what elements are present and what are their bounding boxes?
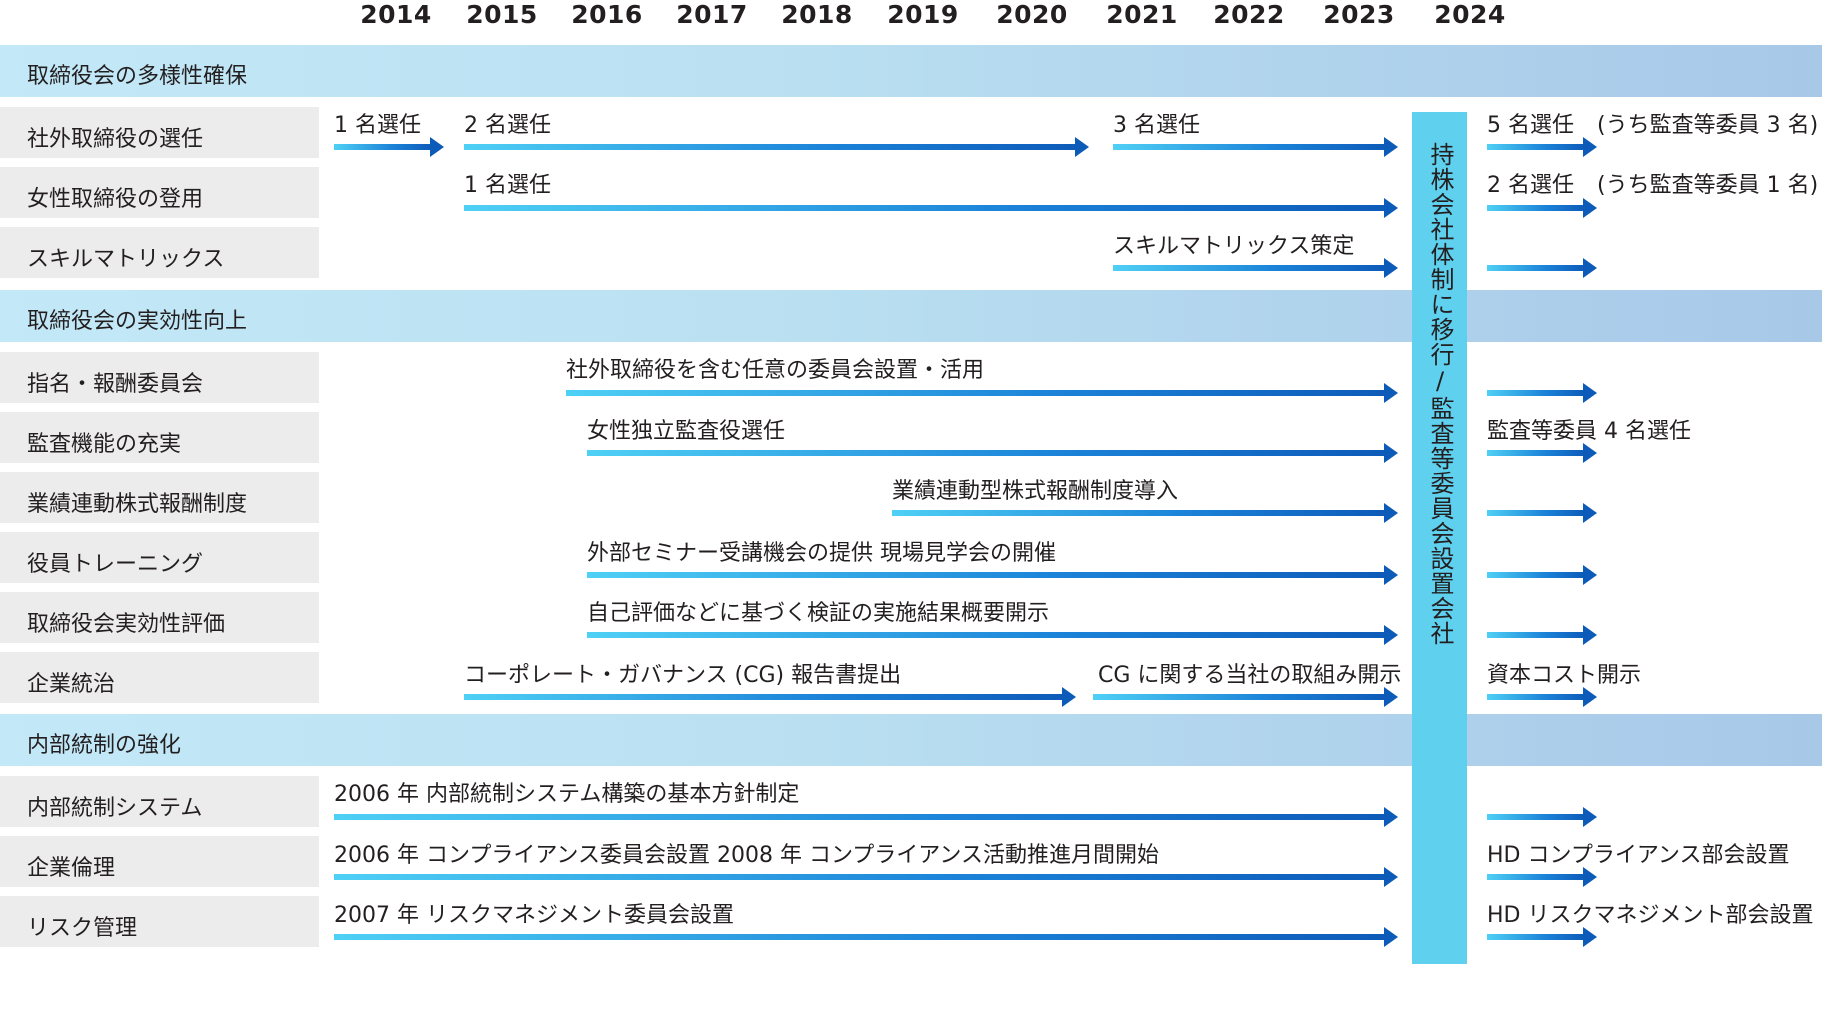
timeline-arrow [1487,137,1597,157]
note: スキルマトリックス策定 [1113,234,1355,259]
year-2024: 2024 [1434,0,1506,29]
timeline-arrow [1487,565,1597,585]
row-label-text: 内部統制システム [27,796,203,821]
year-2015: 2015 [466,0,538,29]
row-label-text: 企業倫理 [27,856,116,881]
year-2016: 2016 [571,0,643,29]
year-2021: 2021 [1106,0,1178,29]
note: (うち監査等委員 1 名) [1597,173,1819,198]
row-label-text: 監査機能の充実 [27,432,182,457]
timeline-arrow [334,137,444,157]
year-2020: 2020 [996,0,1068,29]
row-label-board-evaluation: 取締役会実効性評価 [0,592,319,643]
timeline-arrow [1487,807,1597,827]
row-label-text: 指名・報酬委員会 [27,372,204,397]
note: 外部セミナー受講機会の提供 現場見学会の開催 [587,541,1056,566]
timeline-arrow [1487,443,1597,463]
note: 2007 年 リスクマネジメント委員会設置 [334,903,734,928]
timeline-arrow [587,565,1398,585]
note: 1 名選任 [334,113,421,138]
note: (うち監査等委員 3 名) [1597,113,1819,138]
note: 3 名選任 [1113,113,1200,138]
note: 2 名選任 [464,113,551,138]
year-2023: 2023 [1323,0,1395,29]
section-title: 取締役会の多様性確保 [27,64,248,89]
timeline-arrow [464,687,1076,707]
note: 資本コスト開示 [1487,663,1642,688]
note: 5 名選任 [1487,113,1574,138]
row-label-officer-training: 役員トレーニング [0,532,319,583]
timeline-arrow [1113,258,1398,278]
row-label-corporate-governance: 企業統治 [0,652,319,703]
timeline-arrow [1487,258,1597,278]
row-label-skill-matrix: スキルマトリックス [0,227,319,278]
timeline-arrow [1487,927,1597,947]
section-title: 内部統制の強化 [27,733,182,758]
timeline-arrow [1487,503,1597,523]
timeline-arrow [587,625,1398,645]
note: HD コンプライアンス部会設置 [1487,843,1790,868]
row-label-female-directors: 女性取締役の登用 [0,167,319,218]
row-label-text: スキルマトリックス [27,247,225,272]
timeline-arrow [1487,625,1597,645]
row-label-text: 企業統治 [27,672,116,697]
year-2017: 2017 [676,0,748,29]
row-label-internal-control-system: 内部統制システム [0,776,319,827]
timeline-arrow [1093,687,1398,707]
timeline-arrow [1113,137,1398,157]
row-label-text: 取締役会実効性評価 [27,612,226,637]
row-label-text: 社外取締役の選任 [27,127,204,152]
timeline-arrow [464,137,1089,157]
note: 1 名選任 [464,173,551,198]
row-label-text: 業績連動株式報酬制度 [27,492,248,517]
section-effectiveness: 取締役会の実効性向上 [0,290,1822,342]
section-title: 取締役会の実効性向上 [27,309,248,334]
row-label-corporate-ethics: 企業倫理 [0,836,319,887]
note: 監査等委員 4 名選任 [1487,419,1691,444]
note: CG に関する当社の取組み開示 [1098,663,1402,688]
timeline-arrow [1487,867,1597,887]
row-label-nomination-committee: 指名・報酬委員会 [0,352,319,403]
note: 2006 年 コンプライアンス委員会設置 2008 年 コンプライアンス活動推進… [334,843,1159,868]
timeline-arrow [566,383,1398,403]
year-2014: 2014 [360,0,432,29]
transition-label: 持株会社体制に移行/監査等委員会設置会社 [1426,142,1454,646]
timeline-arrow [334,867,1398,887]
year-2019: 2019 [887,0,959,29]
row-label-text: 女性取締役の登用 [27,187,204,212]
row-label-stock-compensation: 業績連動株式報酬制度 [0,472,319,523]
row-label-text: リスク管理 [27,916,138,941]
year-2022: 2022 [1213,0,1285,29]
timeline-arrow [334,927,1398,947]
note: 業績連動型株式報酬制度導入 [892,479,1179,504]
timeline-arrow [587,443,1398,463]
year-2018: 2018 [781,0,853,29]
note: 2006 年 内部統制システム構築の基本方針制定 [334,782,800,807]
timeline-arrow [334,807,1398,827]
note: 自己評価などに基づく検証の実施結果概要開示 [587,601,1050,626]
row-label-risk-management: リスク管理 [0,896,319,947]
timeline-arrow [892,503,1398,523]
timeline-arrow [1487,383,1597,403]
timeline-arrow [1487,687,1597,707]
timeline-arrow [1487,198,1597,218]
holding-company-transition-band: 持株会社体制に移行/監査等委員会設置会社 [1412,112,1467,964]
row-label-outside-directors: 社外取締役の選任 [0,107,319,158]
row-label-audit-function: 監査機能の充実 [0,412,319,463]
row-label-text: 役員トレーニング [27,552,204,577]
note: 社外取締役を含む任意の委員会設置・活用 [566,358,985,383]
section-internal-control: 内部統制の強化 [0,714,1822,766]
section-diversity: 取締役会の多様性確保 [0,45,1822,97]
note: HD リスクマネジメント部会設置 [1487,903,1814,928]
note: 2 名選任 [1487,173,1574,198]
note: 女性独立監査役選任 [587,419,786,444]
note: コーポレート・ガバナンス (CG) 報告書提出 [464,663,902,688]
timeline-arrow [464,198,1398,218]
